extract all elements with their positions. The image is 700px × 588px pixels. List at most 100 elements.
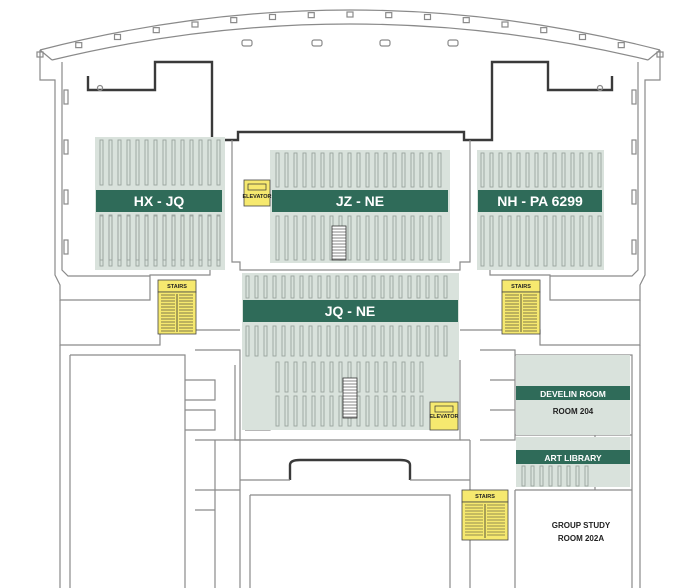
shelf <box>401 215 406 261</box>
shelf <box>548 465 553 487</box>
shelf <box>489 215 494 267</box>
shelf <box>552 152 557 188</box>
shelf <box>530 465 535 487</box>
shelf <box>584 465 589 487</box>
shelf <box>108 215 113 267</box>
shelf <box>365 215 370 261</box>
section-label-left: HX - JQ <box>134 193 185 209</box>
group-study-label: GROUP STUDY <box>552 521 611 530</box>
shelf <box>383 395 388 427</box>
shelf <box>374 361 379 393</box>
art-library: ART LIBRARY <box>516 450 630 464</box>
facade-pillar <box>501 21 509 28</box>
shelf <box>389 325 394 357</box>
shelf <box>216 215 221 267</box>
shelf <box>588 152 593 188</box>
shelf <box>383 361 388 393</box>
facade-pillar <box>617 42 625 49</box>
shelf <box>507 152 512 188</box>
shelf <box>539 465 544 487</box>
section-label-center-bottom: JQ - NE <box>325 303 376 319</box>
facade-pillar <box>75 42 83 49</box>
shelf <box>320 215 325 261</box>
shelf <box>410 215 415 261</box>
shelf <box>216 139 221 186</box>
shelf <box>353 325 358 357</box>
facade-pillar <box>540 27 548 34</box>
facade-pillar <box>113 33 122 41</box>
shelf <box>480 215 485 267</box>
develin-room: DEVELIN ROOM ROOM 204 <box>516 386 630 416</box>
shelf <box>419 395 424 427</box>
window-mark <box>63 239 69 255</box>
shelf <box>290 325 295 357</box>
elevator-bottom: ELEVATOR <box>429 401 459 431</box>
shelf <box>380 275 385 299</box>
shelf <box>171 139 176 186</box>
building-outline <box>36 9 664 588</box>
shelf <box>347 152 352 188</box>
shelf <box>428 215 433 261</box>
shelf <box>437 215 442 261</box>
shelf <box>207 139 212 186</box>
shelf <box>579 215 584 267</box>
shelf <box>392 215 397 261</box>
shelf <box>302 361 307 393</box>
shelf <box>416 275 421 299</box>
elevator-bottom-label: ELEVATOR <box>429 414 458 420</box>
shelf <box>371 325 376 357</box>
shelf <box>374 395 379 427</box>
shelf <box>335 275 340 299</box>
shelf <box>566 465 571 487</box>
shelf <box>189 139 194 186</box>
shelf <box>374 152 379 188</box>
shelf <box>434 275 439 299</box>
shelf <box>135 215 140 267</box>
stairs-right-label: STAIRS <box>511 284 531 290</box>
shelf <box>425 275 430 299</box>
shelf <box>561 215 566 267</box>
shelf <box>365 152 370 188</box>
section-label-right: NH - PA 6299 <box>497 193 583 209</box>
shelf <box>335 325 340 357</box>
window-mark <box>631 89 637 105</box>
window-mark <box>631 189 637 205</box>
shelf <box>534 152 539 188</box>
shelf <box>263 275 268 299</box>
shelf <box>557 465 562 487</box>
shelf <box>284 361 289 393</box>
shelf <box>353 275 358 299</box>
shelf <box>144 215 149 267</box>
shelf <box>570 152 575 188</box>
shelf <box>443 275 448 299</box>
elevator-top: ELEVATOR <box>242 179 272 207</box>
facade-pillar <box>230 17 238 24</box>
shelf <box>419 152 424 188</box>
shelf <box>374 215 379 261</box>
section-band-center-bottom: JQ - NE <box>243 300 458 322</box>
art-library-label: ART LIBRARY <box>544 453 602 463</box>
shelf <box>597 215 602 267</box>
shelf <box>344 275 349 299</box>
shelf <box>153 139 158 186</box>
shelf <box>326 325 331 357</box>
shelf <box>338 361 343 393</box>
shelf <box>434 325 439 357</box>
shelf <box>371 275 376 299</box>
shelf <box>570 215 575 267</box>
shelf <box>362 325 367 357</box>
shelf <box>275 361 280 393</box>
shelf <box>272 275 277 299</box>
facade-pillar <box>268 13 277 21</box>
shelf <box>299 275 304 299</box>
shelf <box>338 152 343 188</box>
shelf <box>317 325 322 357</box>
section-band-left: HX - JQ <box>96 190 222 212</box>
shelf <box>344 325 349 357</box>
shelf <box>299 325 304 357</box>
shelf <box>153 215 158 267</box>
shelf <box>99 139 104 186</box>
shelf <box>543 215 548 267</box>
shelf <box>293 361 298 393</box>
shelf <box>410 152 415 188</box>
